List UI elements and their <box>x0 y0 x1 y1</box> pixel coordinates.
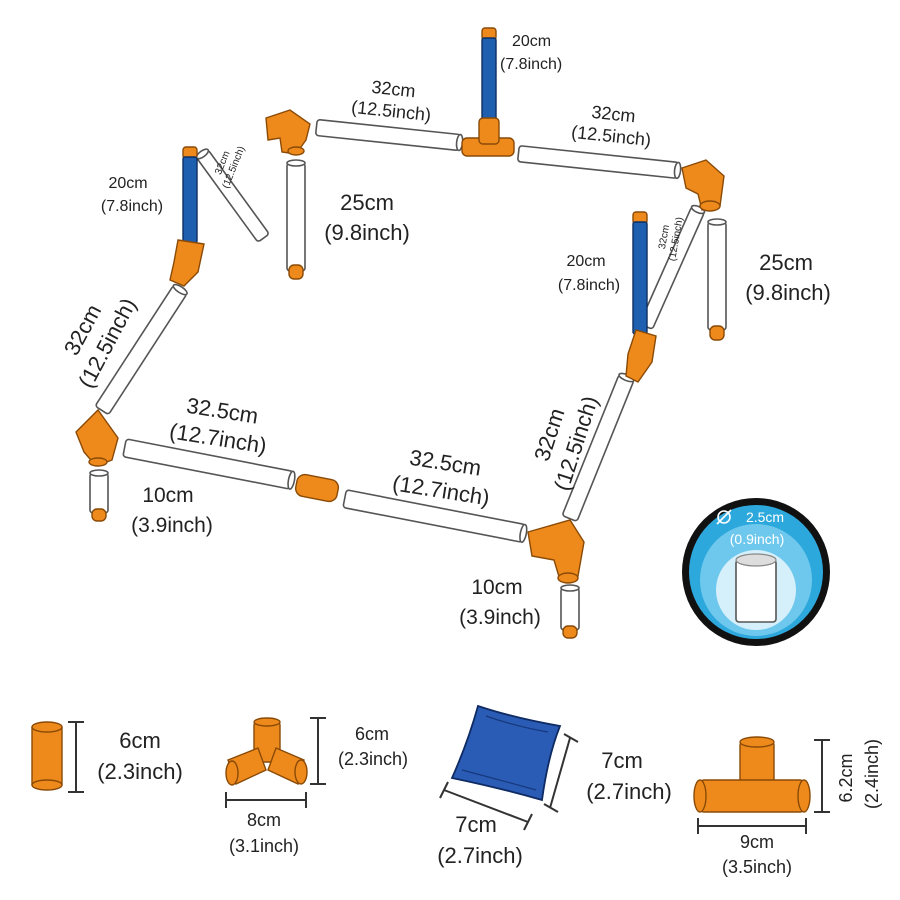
svg-text:(12.5inch): (12.5inch) <box>570 122 652 150</box>
label-top-right-pipe: 32cm (12.5inch) <box>570 102 652 150</box>
svg-text:6.2cm: 6.2cm <box>836 753 856 802</box>
label-pole-left: 20cm (7.8inch) <box>101 175 163 215</box>
leg-front-left <box>89 469 109 522</box>
svg-text:(2.3inch): (2.3inch) <box>97 759 183 784</box>
label-leg-back-left: 25cm (9.8inch) <box>324 190 410 245</box>
corner-connector-top-left <box>265 109 311 156</box>
top-left-pipe <box>315 119 464 152</box>
svg-text:(2.7inch): (2.7inch) <box>437 843 523 868</box>
label-pole-center: 20cm (7.8inch) <box>500 33 562 73</box>
left-side-pipe <box>95 283 188 415</box>
svg-text:(3.5inch): (3.5inch) <box>722 857 792 877</box>
pole-center <box>481 27 497 125</box>
corner-connector-left <box>169 239 205 287</box>
corner-connector-front-left <box>75 408 119 467</box>
label-leg-front-left: 10cm (3.9inch) <box>131 484 213 537</box>
svg-text:(3.1inch): (3.1inch) <box>229 836 299 856</box>
corner-connector-front-right <box>527 519 585 584</box>
svg-text:2.5cm: 2.5cm <box>746 509 784 525</box>
diameter-circle: 2.5cm (0.9inch) <box>682 498 830 646</box>
svg-text:(9.8inch): (9.8inch) <box>324 220 410 245</box>
part-bean-bag: 7cm (2.7inch) 7cm (2.7inch) <box>437 704 672 868</box>
svg-text:(12.5inch): (12.5inch) <box>350 97 432 125</box>
svg-text:32cm: 32cm <box>591 102 637 126</box>
small-diag-left-pipe <box>195 148 269 242</box>
bottom-left-pipe <box>122 438 296 490</box>
label-leg-back-right: 25cm (9.8inch) <box>745 250 831 305</box>
part-three-way-connector: 6cm (2.3inch) 8cm (3.1inch) <box>225 717 408 856</box>
svg-text:7cm: 7cm <box>455 812 497 837</box>
svg-text:10cm: 10cm <box>471 576 522 599</box>
svg-text:(0.9inch): (0.9inch) <box>730 531 784 547</box>
pole-left <box>182 146 198 244</box>
svg-text:(7.8inch): (7.8inch) <box>558 277 620 294</box>
coupler-bottom-middle <box>294 473 340 503</box>
svg-text:10cm: 10cm <box>142 484 193 507</box>
svg-text:20cm: 20cm <box>512 33 551 50</box>
svg-text:25cm: 25cm <box>340 190 394 215</box>
label-bottom-left-pipe: 32.5cm (12.7inch) <box>168 393 269 459</box>
svg-text:(2.4inch): (2.4inch) <box>862 739 882 809</box>
label-pole-right: 20cm (7.8inch) <box>558 253 620 294</box>
leg-back-right <box>707 218 727 341</box>
small-diag-right-pipe <box>639 204 706 330</box>
pole-right <box>632 211 648 335</box>
leg-back-left <box>286 159 306 280</box>
label-bottom-right-pipe: 32.5cm (12.7inch) <box>391 445 492 511</box>
label-top-left-pipe: 32cm (12.5inch) <box>350 77 432 125</box>
svg-text:(7.8inch): (7.8inch) <box>101 198 163 215</box>
svg-text:25cm: 25cm <box>759 250 813 275</box>
label-leg-front-right: 10cm (3.9inch) <box>459 576 541 629</box>
part-coupler: 6cm (2.3inch) <box>31 721 183 793</box>
svg-text:7cm: 7cm <box>601 748 643 773</box>
svg-text:6cm: 6cm <box>119 728 161 753</box>
corner-connector-top-right <box>681 159 725 212</box>
corner-connector-right <box>625 329 657 383</box>
svg-text:(2.7inch): (2.7inch) <box>586 779 672 804</box>
svg-text:(3.9inch): (3.9inch) <box>131 514 213 537</box>
top-right-pipe <box>517 145 682 180</box>
tee-connector-top <box>461 117 515 157</box>
svg-text:(2.3inch): (2.3inch) <box>338 749 408 769</box>
diameter-icon <box>716 509 732 525</box>
svg-text:(3.9inch): (3.9inch) <box>459 606 541 629</box>
svg-text:(9.8inch): (9.8inch) <box>745 280 831 305</box>
svg-text:20cm: 20cm <box>566 253 605 270</box>
part-tee-connector: 6.2cm (2.4inch) 9cm (3.5inch) <box>693 736 882 877</box>
svg-text:6cm: 6cm <box>355 724 389 744</box>
svg-text:20cm: 20cm <box>108 175 147 192</box>
svg-text:9cm: 9cm <box>740 832 774 852</box>
svg-text:(7.8inch): (7.8inch) <box>500 56 562 73</box>
svg-text:8cm: 8cm <box>247 810 281 830</box>
bottom-right-pipe <box>342 489 528 544</box>
svg-text:32cm: 32cm <box>371 77 417 101</box>
svg-text:32cm: 32cm <box>657 224 672 250</box>
leg-front-right <box>560 584 580 639</box>
